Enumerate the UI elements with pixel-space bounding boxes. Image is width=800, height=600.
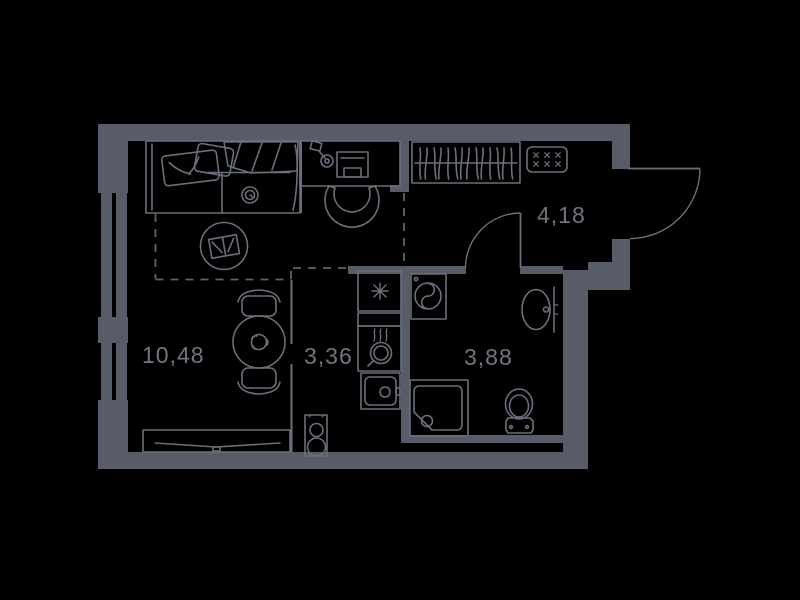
window-left-lower-icon (101, 343, 127, 400)
wall-entry-lower (612, 239, 630, 290)
hob-icon (357, 325, 402, 372)
wardrobe-icon (411, 141, 521, 184)
window-left-upper-icon (101, 193, 127, 317)
wall-top (98, 124, 630, 141)
toilet-icon (504, 388, 534, 434)
zone-dashed-lines (154, 193, 405, 281)
desk-lamp-icon (309, 140, 334, 168)
tv-console-icon (142, 429, 291, 453)
book-icon (207, 233, 241, 260)
partition-lines (290, 141, 302, 452)
wall-desk-hall (400, 141, 409, 187)
dining-table-icon (232, 315, 286, 369)
washing-machine-icon (410, 273, 447, 320)
washbasin-icon (521, 286, 559, 333)
wall-entry-upper (612, 141, 630, 169)
wall-hall-bottom-right (520, 266, 563, 274)
dining-chair-bottom-icon (237, 367, 281, 395)
wall-left-a (98, 124, 128, 193)
kitchen-area-label: 3,36 (304, 343, 353, 369)
shower-tray-icon (409, 379, 469, 437)
rose-decor-icon (241, 186, 259, 204)
entry-door-icon (628, 167, 701, 240)
kitchen-counter (357, 270, 402, 410)
two-burner-unit-icon (304, 414, 328, 457)
snowflake-icon (371, 282, 389, 300)
wall-bottom (98, 452, 588, 469)
fridge-icon (357, 270, 402, 312)
desk-icon (299, 140, 401, 187)
counter-segment (357, 312, 402, 327)
wall-desk-cap (390, 185, 409, 192)
bathroom-area-label: 3,88 (464, 344, 513, 370)
wall-right-lower (563, 270, 588, 469)
doors (464, 167, 701, 269)
wall-hall-bottom-left (348, 266, 466, 274)
pillow-icon (193, 142, 235, 177)
table-flower-icon (250, 333, 268, 351)
bed-icon (145, 140, 301, 214)
bathroom-door-icon (464, 212, 522, 269)
desk-chair-icon (324, 185, 380, 228)
round-rug-icon (199, 221, 249, 271)
windows (101, 193, 127, 400)
dining-chair-top-icon (237, 289, 281, 317)
duvet-icon (223, 141, 299, 211)
kitchen-sink-icon (360, 372, 401, 410)
electrical-panel-icon (526, 146, 568, 173)
hallway-area-label: 4,18 (537, 202, 586, 228)
living-room-area-label: 10,48 (142, 342, 205, 368)
computer-monitor-icon (336, 151, 369, 178)
wall-kitchen-bath (401, 267, 410, 443)
walls (98, 124, 630, 469)
pillow-icon (161, 149, 220, 187)
wall-bath-bottom (401, 435, 563, 443)
wall-left-b (98, 317, 128, 343)
